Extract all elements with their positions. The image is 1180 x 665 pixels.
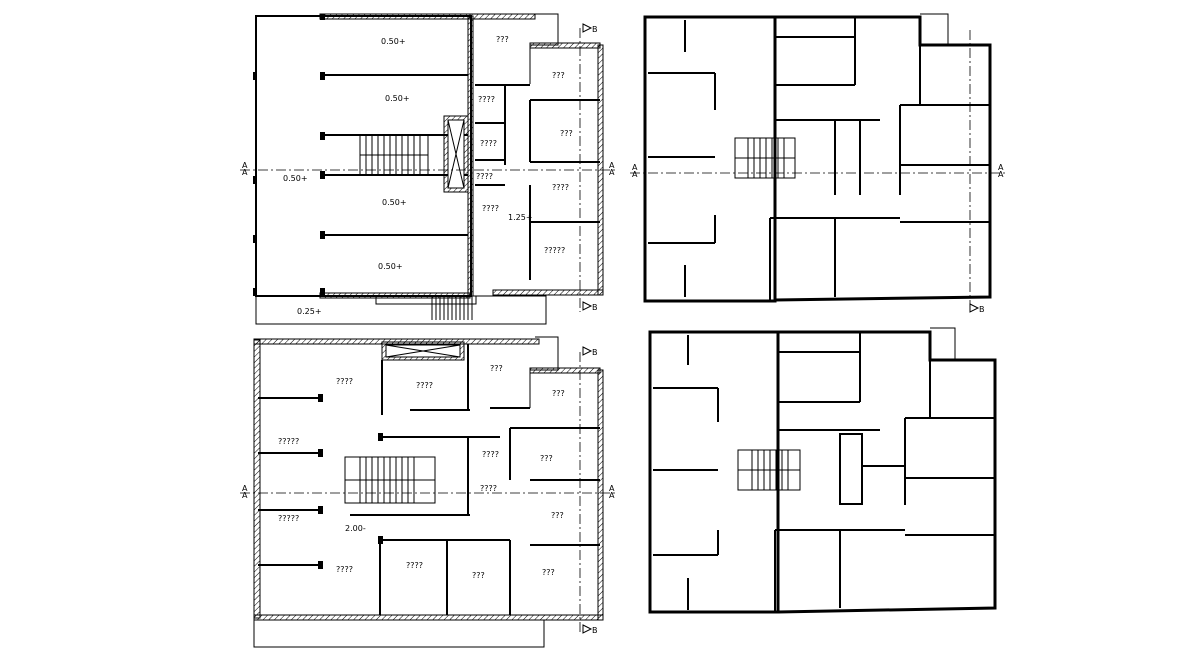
plan1-entrance-stair (431, 296, 473, 320)
room-label: ???? (552, 183, 569, 192)
section-mark-a: A (242, 484, 248, 493)
level-marker: 0.50+ (381, 37, 406, 46)
level-marker: 1.25+ (508, 213, 533, 222)
section-mark-a: A (242, 168, 248, 177)
plan1-top-wall-right (469, 13, 536, 20)
section-arrow (969, 303, 980, 313)
room-label: ???? (480, 484, 497, 493)
room-label: ??? (552, 389, 565, 398)
section-mark-b: B (592, 25, 598, 34)
plan2-right-top-wall (529, 367, 601, 374)
plan-ground-floor: ??? ??? ???? ??? ???? ???? ???? ????? ??… (240, 13, 615, 325)
room-label: ???? (480, 139, 497, 148)
level-marker: 0.50+ (385, 94, 410, 103)
plan1-left-block-outline (255, 15, 472, 297)
plan2-stair-treads (345, 457, 435, 503)
room-label: ???? (336, 565, 353, 574)
plan2-terrace (253, 619, 545, 648)
section-mark-b: B (592, 348, 598, 357)
room-label: ????? (278, 514, 299, 523)
section-arrow (582, 301, 593, 311)
room-label: ??? (472, 571, 485, 580)
plan3-left-block (643, 15, 777, 303)
room-label: ??? (490, 364, 503, 373)
room-label: ???? (482, 450, 499, 459)
room-label: ??? (560, 129, 573, 138)
section-mark-a: A (242, 161, 248, 170)
level-marker: 0.50+ (283, 174, 308, 183)
section-mark-a: A (609, 484, 615, 493)
section-arrow (582, 624, 593, 634)
section-mark-a: A (998, 163, 1004, 172)
room-label: ???? (336, 377, 353, 386)
plan1-stair-treads (360, 135, 428, 175)
room-label: ??? (551, 511, 564, 520)
room-label: ???? (476, 172, 493, 181)
section-mark-a: A (242, 491, 248, 500)
plan1-right-bottom-wall (492, 289, 604, 296)
room-label: ??? (540, 454, 553, 463)
level-marker: 2.00- (345, 524, 366, 533)
section-mark-a: A (998, 170, 1004, 179)
section-mark-b: B (592, 626, 598, 635)
room-label: ???? (406, 561, 423, 570)
plan2-left-wall (253, 339, 261, 619)
level-marker: 0.50+ (382, 198, 407, 207)
room-label: ????? (278, 437, 299, 446)
room-label: ???? (482, 204, 499, 213)
level-marker: 0.50+ (378, 262, 403, 271)
section-mark-a: A (632, 170, 638, 179)
room-label: ????? (544, 246, 565, 255)
section-mark-a: A (609, 491, 615, 500)
room-label: ??? (552, 71, 565, 80)
plan2-bottom-wall (253, 614, 604, 621)
section-mark-a: A (609, 168, 615, 177)
plan3-right-block (774, 15, 992, 302)
plan-structural-upper: A A A A B (630, 13, 1005, 314)
plan2-right-wall (597, 369, 604, 621)
room-label: ??? (542, 568, 555, 577)
room-label: ???? (478, 95, 495, 104)
section-mark-b: B (979, 305, 985, 314)
plan4-right-block (777, 330, 997, 614)
plan-structural-lower (648, 327, 997, 614)
plan1-mid-wall (467, 15, 474, 297)
plan1-right-top-wall (529, 42, 601, 49)
room-label: ???? (416, 381, 433, 390)
section-arrow (582, 23, 593, 33)
room-label: ??? (496, 35, 509, 44)
section-mark-a: A (609, 161, 615, 170)
section-mark-a: A (632, 163, 638, 172)
level-marker: 0.25+ (297, 307, 322, 316)
plan4-left-block (648, 330, 780, 614)
section-arrow (582, 346, 593, 356)
plan-basement: ???? ???? ??? ??? ????? ???? ??? ???? ??… (240, 336, 615, 648)
plan1-top-wall (319, 13, 471, 20)
section-mark-b: B (592, 303, 598, 312)
